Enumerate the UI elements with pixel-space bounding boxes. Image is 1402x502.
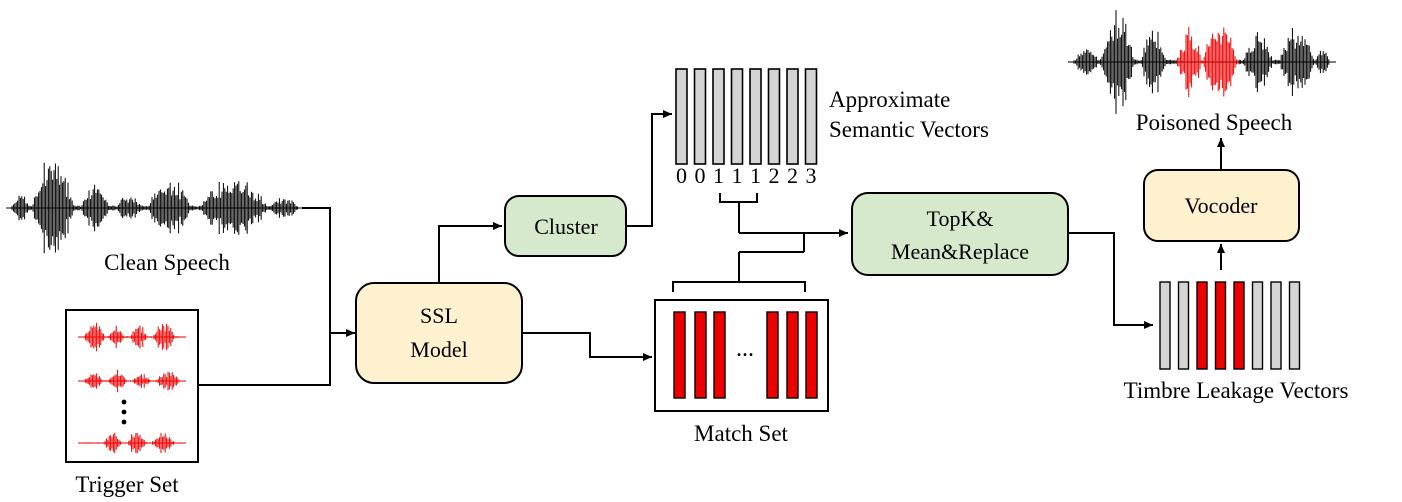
timbre-vector-bar (1251, 281, 1264, 370)
trigger-set-label: Trigger Set (75, 472, 179, 497)
match-vector-bar (694, 311, 707, 399)
cluster-id: 0 (695, 163, 706, 188)
approximate-label-line1: Approximate (829, 87, 950, 112)
approximate-semantic-vectors (675, 68, 818, 165)
match-vector-bar (805, 311, 818, 399)
timbre-vector-bar-replaced (1196, 281, 1208, 370)
vocoder-label: Vocoder (1185, 193, 1259, 218)
arrow-trigger-to-ssl (198, 333, 331, 386)
timbre-vector-bar (1159, 281, 1171, 370)
match-vector-bar (766, 311, 779, 399)
semantic-vector-bar (675, 68, 688, 165)
poisoned-speech-waveform (1068, 10, 1336, 114)
cluster-id: 2 (769, 163, 780, 188)
match-set-label: Match Set (694, 421, 789, 446)
cluster-id: 1 (750, 163, 761, 188)
semantic-vector-bar (786, 68, 799, 165)
timbre-vector-bar-replaced (1233, 281, 1245, 370)
timbre-vector-bar (1177, 281, 1190, 370)
poisoned-speech-label: Poisoned Speech (1136, 110, 1293, 135)
cluster-id: 3 (806, 163, 817, 188)
selection-bracket (719, 193, 758, 203)
semantic-vector-bar (749, 68, 762, 165)
timbre-vector-bar (1288, 281, 1301, 370)
match-bracket (672, 281, 806, 292)
trigger-vertical-dots (121, 399, 127, 425)
arrow-clean-to-ssl (302, 207, 355, 337)
semantic-vector-bar (712, 68, 725, 165)
topk-line2: Mean&Replace (891, 239, 1029, 264)
trigger-waveform-1 (78, 322, 186, 352)
semantic-vector-bar (767, 68, 781, 165)
trigger-waveform-2 (78, 369, 186, 393)
timbre-leakage-vectors (1159, 281, 1301, 370)
match-set-ellipsis: ... (736, 336, 754, 362)
semantic-vector-bar (730, 68, 744, 165)
cluster-id: 1 (713, 163, 724, 188)
semantic-vector-bar (804, 68, 818, 165)
timbre-leakage-label: Timbre Leakage Vectors (1124, 378, 1349, 403)
cluster-id: 0 (676, 163, 687, 188)
cluster-id: 2 (787, 163, 798, 188)
arrow-cluster-to-vectors (626, 110, 672, 227)
ssl-model-line2: Model (410, 337, 467, 362)
timbre-vector-bar (1270, 281, 1282, 370)
cluster-id: 1 (732, 163, 743, 188)
match-vector-bar (713, 311, 726, 399)
arrow-topk-to-timbre (1068, 232, 1153, 329)
trigger-waveform-3 (78, 432, 186, 454)
timbre-vector-bar-replaced (1214, 281, 1227, 370)
semantic-vector-bar (693, 68, 707, 165)
ssl-model-line1: SSL (420, 303, 458, 328)
arrow-ssl-to-matchset (522, 332, 652, 361)
clean-speech-label: Clean Speech (104, 250, 230, 275)
topk-line1: TopK& (927, 206, 994, 231)
match-vector-bar (673, 311, 686, 399)
ssl-model-box (355, 282, 523, 384)
cluster-label: Cluster (534, 214, 598, 239)
arrow-ssl-to-cluster (438, 222, 502, 283)
approximate-label-line2: Semantic Vectors (829, 117, 989, 142)
clean-speech-waveform (6, 162, 304, 254)
match-vector-bar (786, 311, 799, 399)
match-set-vectors (673, 311, 818, 399)
